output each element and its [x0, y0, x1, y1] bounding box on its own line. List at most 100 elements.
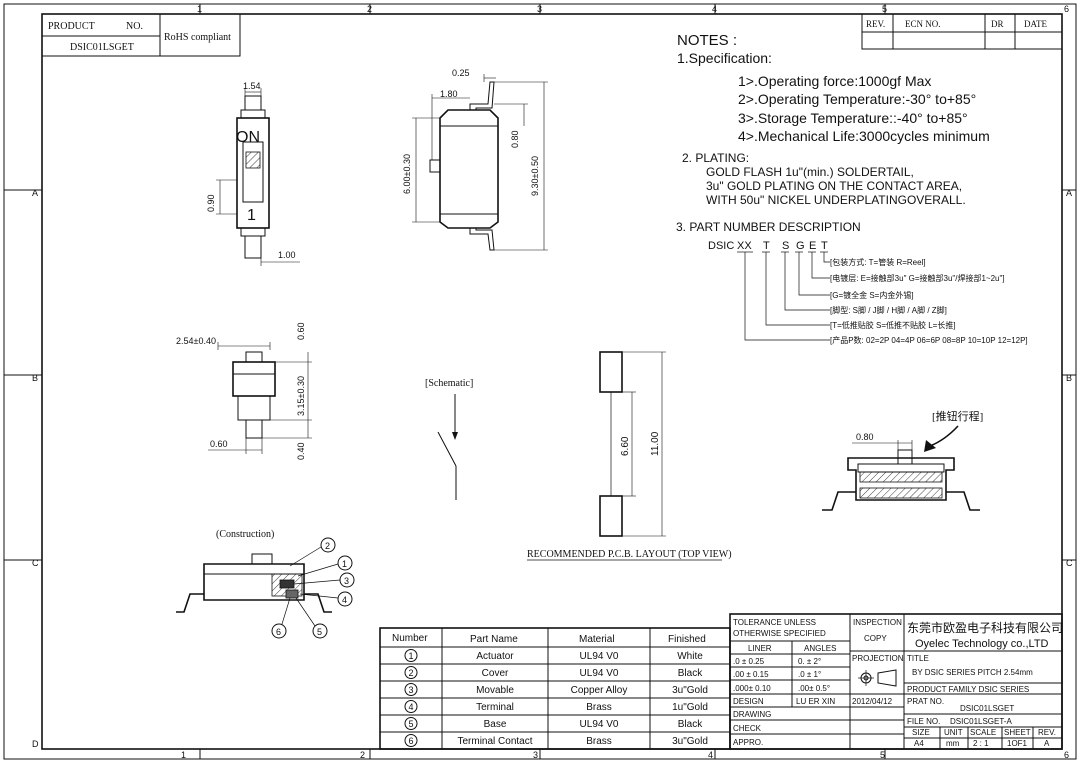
- bom-number-circle: [404, 649, 418, 662]
- rev-header: REV.: [866, 19, 885, 29]
- dim-top-height: 0.90: [206, 194, 216, 212]
- row-label: D: [32, 739, 39, 749]
- company-name-en: Oyelec Technology co.,LTD: [915, 638, 1049, 650]
- bom-number-circle: [404, 666, 418, 679]
- product-family: PRODUCT FAMILY DSIC SERIES: [907, 685, 1029, 694]
- product-header: PRODUCT: [48, 21, 95, 32]
- column-label: 4: [712, 4, 717, 14]
- file-no-label: FILE NO.: [907, 717, 940, 726]
- date-header: DATE: [1024, 19, 1047, 29]
- part-code-s: S: [782, 240, 789, 252]
- construction-view: (Construction) 2 1 3 4 5 6: [176, 529, 355, 639]
- file-no-value: DSIC01LSGET-A: [950, 717, 1012, 726]
- part-code-t2: T: [821, 240, 828, 252]
- angles-header: ANGLES: [804, 644, 836, 653]
- dim-stroke: 0.80: [856, 432, 874, 442]
- design-label: DESIGN: [733, 697, 764, 706]
- bom-number-circle: [404, 683, 418, 696]
- row-label: B: [1066, 373, 1072, 383]
- inspection-label: INSPECTION: [853, 618, 902, 627]
- company-name-cn: 东莞市欧盈电子科技有限公司: [907, 620, 1063, 635]
- dim-front-height: 3.15±0.30: [296, 376, 306, 416]
- switch-number: 1: [247, 207, 256, 224]
- revision-table: REV. ECN NO. DR DATE: [861, 13, 1063, 50]
- tol-liner: .00 ± 0.15: [733, 670, 769, 679]
- tolerance-title: TOLERANCE UNLESS: [733, 618, 816, 627]
- schematic-label: [Schematic]: [425, 378, 473, 389]
- column-label: 3: [537, 4, 542, 14]
- plating-line: 3u" GOLD PLATING ON THE CONTACT AREA,: [706, 179, 962, 193]
- column-label: 5: [880, 750, 885, 760]
- plating-line: WITH 50u" NICKEL UNDERPLATINGOVERALL.: [706, 193, 966, 207]
- bom-header: Number: [392, 633, 428, 644]
- product-box: PRODUCT NO. DSIC01LSGET RoHS compliant: [41, 13, 241, 57]
- projection-label: PROJECTION: [852, 654, 904, 663]
- pcb-caption: RECOMMENDED P.C.B. LAYOUT (TOP VIEW): [527, 549, 732, 560]
- ecn-header: ECN NO.: [905, 19, 941, 29]
- bom-part-name: Cover: [482, 668, 509, 679]
- bom-material: Copper Alloy: [571, 685, 628, 696]
- bom-part-name: Terminal Contact: [457, 736, 532, 747]
- dim-front-lead: 0.60: [210, 439, 228, 449]
- column-label: 5: [882, 4, 887, 14]
- column-label: 1: [197, 4, 202, 14]
- spec-line: 1>.Operating force:1000gf Max: [738, 73, 931, 89]
- tol-angle: .00± 0.5°: [798, 684, 830, 693]
- dim-side-height: 6.00±0.30: [402, 154, 412, 194]
- dim-side-body: 1.80: [440, 89, 458, 99]
- drawing-label: DRAWING: [733, 710, 771, 719]
- bom-part-name: Actuator: [476, 651, 514, 662]
- part-no-label: PRAT NO.: [907, 697, 944, 706]
- dim-front-width: 2.54±0.40: [176, 336, 216, 346]
- dim-front-bottom: 0.40: [296, 442, 306, 460]
- column-label: 2: [360, 750, 365, 760]
- row-label: B: [32, 373, 38, 383]
- spec-line: 2>.Operating Temperature:-30° to+85°: [738, 91, 976, 107]
- part-desc: [脚型: S脚 / J脚 / H脚 / A脚 / Z脚]: [830, 305, 947, 315]
- rev-header: REV.: [1038, 728, 1056, 737]
- column-label: 6: [1064, 750, 1069, 760]
- callout-1: 1: [342, 559, 347, 569]
- product-no-header: NO.: [126, 21, 143, 32]
- bom-finish: Black: [678, 668, 703, 679]
- part-code-prefix: DSIC: [708, 240, 734, 252]
- size-value: A4: [914, 739, 924, 748]
- part-desc: [产品P数: 02=2P 04=4P 06=6P 08=8P 10=10P 12…: [830, 335, 1028, 345]
- bom-material: UL94 V0: [580, 651, 619, 662]
- callout-3: 3: [344, 576, 349, 586]
- part-code-t: T: [763, 240, 770, 252]
- bom-number: 1: [408, 651, 413, 661]
- bom-number-circle: [404, 717, 418, 730]
- part-desc: [电镀层: E=接触部3u" G=接触部3u"/焊接部1~2u"]: [830, 273, 1005, 283]
- column-label: 1: [181, 750, 186, 760]
- row-label: C: [32, 558, 39, 568]
- copy-label: COPY: [864, 634, 887, 643]
- dim-side-top: 0.25: [452, 68, 470, 78]
- column-label: 3: [533, 750, 538, 760]
- part-code-g: G: [796, 240, 805, 252]
- pcb-layout: 6.60 11.00 RECOMMENDED P.C.B. LAYOUT (TO…: [527, 351, 732, 561]
- row-label: A: [1066, 188, 1072, 198]
- bom-material: UL94 V0: [580, 668, 619, 679]
- spec-line: 3>.Storage Temperature::-40° to+85°: [738, 110, 968, 126]
- bom-number-circle: [404, 700, 418, 713]
- plating-heading: 2. PLATING:: [682, 151, 749, 165]
- bom-header: Part Name: [470, 634, 518, 645]
- unit-header: UNIT: [944, 728, 963, 737]
- part-code-e: E: [809, 240, 816, 252]
- column-label: 2: [367, 4, 372, 14]
- dim-pcb-inner: 6.60: [620, 436, 631, 456]
- tol-angle: 0. ± 2°: [798, 657, 821, 666]
- stroke-view: [推钮行程] 0.80: [822, 409, 983, 511]
- on-label: ON: [236, 129, 260, 146]
- column-label: 4: [708, 750, 713, 760]
- rohs-label: RoHS compliant: [164, 32, 231, 43]
- bom-finish: 3u"Gold: [672, 685, 708, 696]
- dr-header: DR: [991, 19, 1004, 29]
- callout-6: 6: [276, 627, 281, 637]
- bom-number: 6: [408, 736, 413, 746]
- dim-pcb-outer: 11.00: [650, 431, 661, 456]
- bom-finish: Black: [678, 719, 703, 730]
- row-label: C: [1066, 558, 1073, 568]
